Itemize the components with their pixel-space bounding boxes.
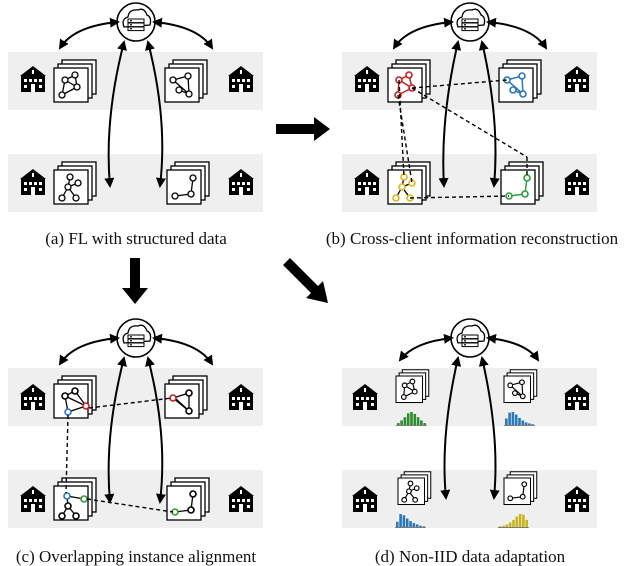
histogram-bar: [423, 423, 426, 425]
cloud-server-icon: [116, 2, 156, 42]
histogram-bar: [396, 521, 399, 527]
histogram-bar: [521, 420, 525, 425]
cloud-server-icon: [116, 318, 156, 358]
flow-arrows: [122, 117, 330, 304]
server-client-arrows: [392, 17, 548, 188]
histogram-bar: [508, 522, 512, 527]
histogram-bar: [412, 523, 416, 527]
histogram-bar: [522, 514, 525, 527]
histogram-bar: [528, 423, 531, 425]
histogram-bar: [514, 414, 518, 425]
cloud-server-icon: [450, 318, 490, 358]
graph-stack-icon: [498, 59, 542, 103]
arrow-right-icon: [276, 117, 330, 141]
graph-stack-icon: [166, 477, 210, 521]
histogram-bar: [413, 413, 417, 425]
client-panel: [8, 470, 263, 528]
histogram-bar: [525, 519, 528, 527]
panel-b: (b) Cross-client information reconstruct…: [326, 2, 619, 248]
histogram-bar: [397, 423, 400, 425]
cross-client-links: [397, 79, 528, 199]
histogram-bar: [419, 525, 422, 527]
panel-c: (c) Overlapping instance alignment: [8, 318, 263, 566]
histogram-bar: [406, 413, 410, 425]
server-client-arrows: [58, 333, 214, 504]
histogram-bar: [505, 418, 508, 425]
histogram-bar: [422, 526, 425, 527]
graph-stack-icon: [53, 59, 97, 103]
histogram-bar: [508, 412, 511, 425]
histogram-bar: [416, 417, 420, 425]
graph-stack-icon: [387, 59, 431, 103]
distribution-bars-icon: [395, 514, 426, 528]
graph-stack-icon: [500, 161, 544, 205]
histogram-bar: [524, 422, 528, 425]
histogram-bar: [399, 514, 402, 527]
histogram-bar: [531, 424, 534, 425]
histogram-bar: [402, 515, 406, 527]
histogram-bar: [511, 412, 515, 425]
server-client-arrows: [398, 333, 540, 500]
alignment-links: [65, 397, 174, 513]
client-panel: [342, 470, 597, 528]
histogram-bar: [410, 412, 413, 425]
server-client-arrows: [58, 17, 214, 188]
histogram-bar: [400, 420, 403, 425]
distribution-bars-icon: [504, 412, 535, 426]
distribution-bars-icon: [396, 412, 427, 426]
histogram-bar: [515, 516, 519, 527]
histogram-bar: [505, 524, 509, 527]
histogram-bar: [405, 518, 409, 527]
graph-stack-icon: [503, 471, 538, 506]
graph-stack-icon: [387, 161, 431, 205]
cloud-server-icon: [450, 2, 490, 42]
client-panel: [8, 52, 263, 110]
caption-a: (a) FL with structured data: [45, 229, 227, 248]
graph-stack-icon: [53, 375, 97, 419]
histogram-bar: [499, 526, 502, 527]
arrow-down-icon: [122, 258, 148, 304]
arrow-diagonal-icon: [283, 258, 328, 303]
distribution-bars-icon: [498, 514, 529, 528]
graph-stack-icon: [166, 161, 210, 205]
histogram-bar: [518, 417, 521, 425]
client-panel: [8, 368, 263, 426]
histogram-bar: [420, 420, 423, 425]
graph-stack-icon: [53, 477, 97, 521]
caption-c: (c) Overlapping instance alignment: [16, 547, 257, 566]
client-panel: [342, 368, 597, 426]
panel-d: (d) Non-IID data adaptation: [342, 318, 597, 566]
graph-stack-icon: [164, 375, 208, 419]
graph-stack-icon: [164, 59, 208, 103]
graph-stack-icon: [397, 471, 432, 506]
histogram-bar: [502, 525, 505, 527]
client-panel: [342, 154, 597, 212]
histogram-bar: [518, 514, 522, 527]
histogram-bar: [415, 524, 419, 527]
graph-stack-icon: [503, 369, 538, 404]
graph-stack-icon: [395, 369, 430, 404]
histogram-bar: [512, 519, 515, 527]
caption-d: (d) Non-IID data adaptation: [375, 547, 566, 566]
histogram-bar: [409, 521, 412, 527]
panel-a: (a) FL with structured data: [8, 2, 263, 248]
graph-stack-icon: [53, 161, 97, 205]
caption-b: (b) Cross-client information reconstruct…: [326, 229, 619, 248]
histogram-bar: [403, 417, 407, 425]
client-panel: [8, 154, 263, 212]
client-panel: [342, 52, 597, 110]
